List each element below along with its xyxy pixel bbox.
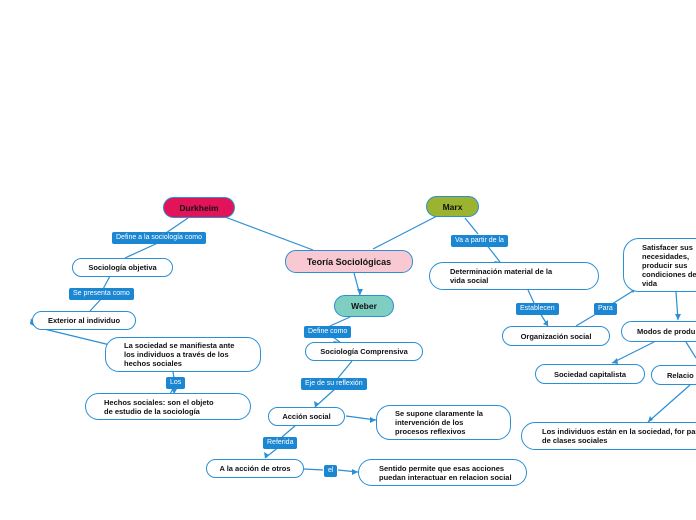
node-procesos-reflexivos[interactable]: Se supone claramente la intervención de … xyxy=(376,405,511,440)
link-label-va-a-partir: Va a partir de la xyxy=(451,235,508,247)
node-modos-produccion[interactable]: Modos de produ xyxy=(621,321,696,342)
link-label-define-como: Define como xyxy=(304,326,352,338)
link-label-el: el xyxy=(324,465,338,477)
node-modos-produccion-label: Modos de produ xyxy=(637,327,696,336)
central-topic[interactable]: Teoría Sociológicas xyxy=(285,250,413,273)
author-weber-label: Weber xyxy=(351,301,377,311)
node-hechos-sociales[interactable]: Hechos sociales: son el objeto de estudi… xyxy=(85,393,251,420)
node-accion-social[interactable]: Acción social xyxy=(268,407,345,426)
link-label-referida: Referida xyxy=(263,437,298,449)
node-sociologia-comprensiva-label: Sociología Comprensiva xyxy=(320,347,408,356)
node-sociedad-manifiesta[interactable]: La sociedad se manifiesta ante los indiv… xyxy=(105,337,261,372)
node-relaciones[interactable]: Relacio xyxy=(651,365,696,385)
node-accion-de-otros-label: A la acción de otros xyxy=(219,464,291,473)
author-durkheim[interactable]: Durkheim xyxy=(163,197,235,218)
link-label-se-presenta: Se presenta como xyxy=(69,288,134,300)
node-sentido-label: Sentido permite que esas acciones puedan… xyxy=(379,463,512,482)
node-determinacion-material[interactable]: Determinación material de la vida social xyxy=(429,262,599,290)
link-label-eje-reflexion: Eje de su reflexión xyxy=(301,378,367,390)
node-satisfacer-necesidades-label: Satisfacer sus necesidades, producir sus… xyxy=(642,242,696,288)
central-topic-label: Teoría Sociológicas xyxy=(306,256,392,267)
node-accion-de-otros[interactable]: A la acción de otros xyxy=(206,459,304,478)
node-exterior-individuo-label: Exterior al individuo xyxy=(47,316,121,325)
node-sociologia-comprensiva[interactable]: Sociología Comprensiva xyxy=(305,342,423,361)
node-relaciones-label: Relacio xyxy=(667,370,694,380)
node-clases-sociales-label: Los individuos están en la sociedad, for… xyxy=(542,427,696,445)
author-marx[interactable]: Marx xyxy=(426,196,479,217)
node-sociedad-capitalista-label: Sociedad capitalista xyxy=(553,369,627,379)
node-sociedad-manifiesta-label: La sociedad se manifiesta ante los indiv… xyxy=(124,341,235,368)
node-accion-social-label: Acción social xyxy=(282,412,331,421)
node-satisfacer-necesidades[interactable]: Satisfacer sus necesidades, producir sus… xyxy=(623,238,696,292)
author-durkheim-label: Durkheim xyxy=(179,202,219,213)
author-marx-label: Marx xyxy=(442,201,463,212)
node-clases-sociales[interactable]: Los individuos están en la sociedad, for… xyxy=(521,422,696,450)
node-hechos-sociales-label: Hechos sociales: son el objeto de estudi… xyxy=(104,397,214,416)
node-exterior-individuo[interactable]: Exterior al individuo xyxy=(32,311,136,330)
author-weber[interactable]: Weber xyxy=(334,295,394,317)
node-organizacion-social[interactable]: Organización social xyxy=(502,326,610,346)
node-determinacion-material-label: Determinación material de la vida social xyxy=(450,267,553,285)
node-sociologia-objetiva-label: Sociología objetiva xyxy=(88,263,157,272)
link-label-durkheim-define: Define a la sociología como xyxy=(112,232,206,244)
node-sentido[interactable]: Sentido permite que esas acciones puedan… xyxy=(358,459,527,486)
node-sociologia-objetiva[interactable]: Sociología objetiva xyxy=(72,258,173,277)
link-label-los: Los xyxy=(166,377,186,389)
node-procesos-reflexivos-label: Se supone claramente la intervención de … xyxy=(395,409,483,436)
node-sociedad-capitalista[interactable]: Sociedad capitalista xyxy=(535,364,645,384)
node-organizacion-social-label: Organización social xyxy=(520,331,592,341)
link-label-para: Para xyxy=(594,303,617,315)
link-label-establecen: Establecen xyxy=(516,303,559,315)
